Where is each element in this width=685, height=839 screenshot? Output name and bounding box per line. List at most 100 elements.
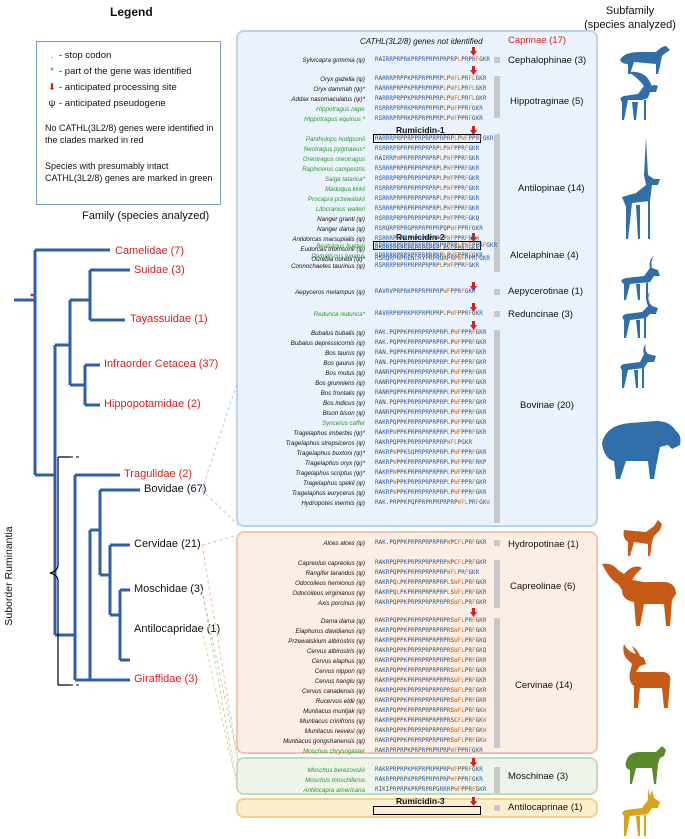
water-deer-silhouette [623, 520, 662, 556]
duiker-silhouette [620, 46, 670, 74]
legend-text: - part of the gene was identified [59, 66, 192, 77]
subfamily-hydropotinae: Hydropotinae (1) [508, 539, 579, 550]
sequence: RAVRRPRPRKPRPRPRPRPLPWFPPRFGKR [375, 311, 483, 317]
sequence: RAKRPWPPKPRPRPRPRPRPLPWFPPRFGKR [375, 480, 487, 486]
sequence: RARRRPRPPKPRPRPRPRPLPWFLPRFLGKR [375, 86, 487, 92]
processing-arrow-icon [470, 47, 477, 56]
sequence: RAKRPRPRPKPRPRPRPRPRPWFPPRFGKR [375, 767, 483, 773]
species-name: Connochaetes taurinus (ψ) [291, 263, 365, 270]
species-name: Litocranius walleri [315, 206, 365, 213]
antilocapridae-panel [236, 798, 598, 818]
sequence: RAKRPWPPKPRPRPRPRPRPLPWFPPRFGKR [375, 490, 487, 496]
sequence: RAKRPQPPKPRPRPRPRPRPRSWFLPRFGKR [375, 678, 487, 684]
sequence: RDRRRRPRPRPRPRPRPRPRPRPLPWFPPRFGKR [375, 243, 498, 249]
family-cervidae: Cervidae (21) [134, 538, 201, 550]
sequence: RARRRPRPPKPRPRPRPRPLPWFLPRFLGKR [375, 76, 487, 82]
legend-box: .- stop codon *- part of the gene was id… [36, 41, 221, 205]
species-name: Cervus elaphus (ψ) [311, 658, 365, 665]
sequence: RAKRPWPPKPRPRPRPRPRPLPWFPPRFGKR [375, 430, 487, 436]
family-giraffidae: Giraffidae (3) [134, 673, 198, 685]
processing-arrow-icon [470, 66, 477, 75]
species-name: Alces alces (ψ) [323, 540, 365, 547]
sequence: RAKRPQPPKPRPRPRPRPRPWFLPGKR [375, 440, 473, 446]
species-name: Bos indicus (ψ) [323, 400, 365, 407]
rumicidin-2-box [373, 241, 481, 250]
hartebeest-silhouette [621, 256, 660, 300]
sequence: RAKRPQPPKPRPRPRPRPRPRSWFLPRFGKQ [375, 638, 487, 644]
family-tayassuidae: Tayassuidae (1) [130, 313, 208, 325]
species-name: Muntiacus muntjak (ψ) [303, 708, 365, 715]
processing-arrow-icon [470, 303, 477, 312]
rumicidin-2-label: Rumicidin-2 [396, 232, 445, 242]
legend-text: - stop codon [59, 50, 112, 61]
reedbuck-silhouette [620, 344, 656, 388]
rumicidin-1-label: Rumicidin-1 [396, 125, 445, 135]
sequence: RIKIPRPRPKPRPRPRPGRRRPWFPPRFGKR [375, 787, 487, 793]
sequence: RAKRPQPPKPRPRPRPRPRPRSWFLPRFGKW [375, 708, 487, 714]
gazelle-silhouette [622, 137, 660, 239]
sequence: RAK.PRPPKPQPPRPRPRPRPRPWFLPRFGKW [375, 500, 490, 506]
species-name: Tragelaphus eurycerus (ψ) [291, 490, 365, 497]
impala-silhouette [622, 292, 658, 338]
sequence: RSRRRPRPRPRPRPRPRPLPWFPPRFGKR [375, 166, 480, 172]
species-name: Hydropotes inermis (ψ) [301, 500, 365, 507]
group-bar [494, 76, 500, 118]
subfamily-reduncinae: Reduncinae (3) [508, 309, 573, 320]
sequence: RSRQRPRPRENLRYPRPRQRPRPWFPPRFGKR [375, 256, 490, 262]
sequence: RAKRPQPPKPRPRPRPRPRPRSWFLPRFGKW [375, 728, 487, 734]
sequence: RAKRPQPPKPRPRPRPRPRPRSCFLPRFGKW [375, 718, 487, 724]
species-name: Madoqua kirkii [325, 186, 365, 193]
sequence: RARRRPRPPRPPRPRPRPRPRPLPWFPPRFGKR [375, 136, 494, 142]
processing-arrow-icon [470, 233, 477, 242]
species-name: Tragelaphus strepsiceros (ψ) [285, 440, 365, 447]
sequence: RSRRRPRPRPRPRPRPRPLPWFPPRFGKR [375, 186, 480, 192]
family-antilocapridae: Antilocapridae (1) [134, 623, 221, 635]
species-name: Redunca redunca* [313, 311, 365, 318]
species-name: Syncerus caffer [322, 420, 365, 427]
species-name: Raphicerus campestris [302, 166, 365, 173]
sequence: RSRRRPRPRPRPRPRPRPLPWFPPRFGKR [375, 263, 480, 269]
sequence: RARRRPRPPKPRPRPRPRPLPWFLPRFLGKR [375, 96, 487, 102]
family-cetacea: Infraorder Cetacea (37) [104, 358, 219, 370]
sequence: RAKRPQPPKPRPRPRPRPRPRSWFLPRFGKQ [375, 648, 487, 654]
species-name: Tragelaphus scriptus (ψ)* [295, 470, 365, 477]
species-name: Bos mutus (ψ) [325, 370, 365, 377]
subfamily-bovinae: Bovinae (20) [520, 400, 574, 411]
sequence: RAKRPQPPKPRPRPRPRPRPRSWFLPRFGKR [375, 618, 487, 624]
sequence: RSRRRPRPRPRPRPRPRPLPWFPPRFGKQ [375, 216, 480, 222]
legend-item-pseudogene: ψ- anticipated pseudogene [45, 98, 166, 109]
species-name: Tragelaphus spekii (ψ) [303, 480, 365, 487]
sequence: RAVRVPRPRKPRPRPRPRPWFPPRFGKR [375, 289, 476, 295]
species-name: Axis porcinus (ψ) [317, 600, 365, 607]
moschidae-panel [236, 757, 598, 795]
species-name: Moschus berezovskii [307, 767, 365, 774]
processing-arrow-icon [470, 126, 477, 135]
caprinae-note: CATHL(3L2/8) genes not identified [360, 37, 483, 46]
sequence: RAKRPQPPKPRPRPRPRPRPWFLPRFGKR [375, 570, 480, 576]
species-name: Cervus canadensis (ψ) [302, 688, 365, 695]
species-name: Moschus moschiferus [305, 777, 365, 784]
subfamily-caprinae: Caprinae (17) [508, 35, 567, 46]
legend-item-processing: ⬇- anticipated processing site [45, 82, 177, 93]
processing-arrow-icon [470, 797, 477, 806]
phylogenetic-tree [14, 248, 140, 682]
pseudogene-symbol: ψ [48, 98, 56, 109]
group-bar [494, 134, 500, 258]
group-bar [494, 540, 500, 546]
sequence: RSRQRPRPRGPRPRPRPRPQPWFPPRFGKR [375, 226, 483, 232]
species-name: Odocoileus virginianus (ψ) [292, 590, 365, 597]
species-name: Rangifer tarandus (ψ) [305, 570, 365, 577]
species-name: Bos frontalis (ψ) [320, 390, 365, 397]
group-bar [494, 767, 500, 793]
sequence: RSRRRPRPRPRPRPRPRPLPWFPPRFGKW [375, 236, 480, 242]
sequence: RAN.PQPPKPRPRPRPRPRPLPWFPPRFGKR [375, 350, 487, 356]
subfamily-aepycerotinae: Aepycerotinae (1) [508, 286, 583, 297]
species-name: Saiga tatarica* [324, 176, 365, 183]
sequence: RAN.PQPPKPRPRPRPRPRPLPWFPPRFGKR [375, 400, 487, 406]
ibex-silhouette [620, 71, 658, 120]
rumicidin-3-box [373, 806, 481, 815]
species-name: Neotragus pygmaeus* [303, 146, 365, 153]
sequence: RSRRRPRPRPRPRPRPRPLPWFPPRFGKR [375, 246, 480, 252]
sequence: RAK.PQPPKPRPRPRPRPRPLPWFPPRFGKR [375, 340, 487, 346]
pronghorn-silhouette [622, 788, 660, 836]
